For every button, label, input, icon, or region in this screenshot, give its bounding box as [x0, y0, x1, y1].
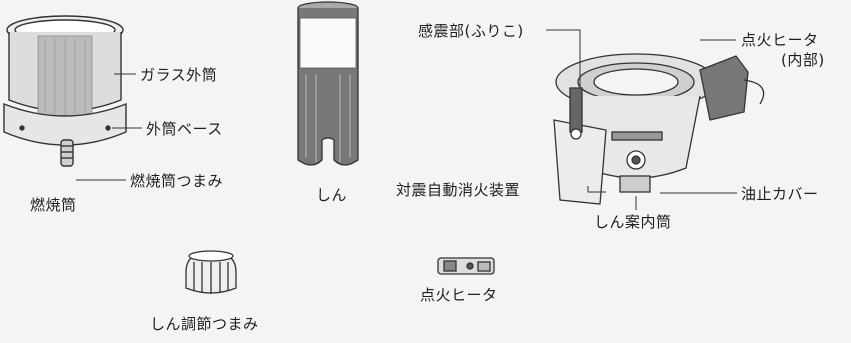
- label-glass-outer-cylinder: ガラス外筒: [140, 66, 218, 84]
- label-wick-adjust-knob: しん調節つまみ: [150, 315, 259, 333]
- label-outer-cylinder-base: 外筒ベース: [146, 120, 223, 138]
- label-oil-stop-cover: 油止カバー: [741, 185, 819, 203]
- wick-drawing: [297, 1, 359, 166]
- igniter-heater-drawing: [437, 257, 495, 275]
- leader-lines-right: [546, 29, 737, 210]
- label-wick: しん: [316, 186, 348, 204]
- label-wick-guide-cylinder: しん案内筒: [594, 213, 672, 231]
- label-seismic-sensor: 感震部(ふりこ): [418, 22, 524, 40]
- combustion-cylinder-drawing: [3, 15, 127, 167]
- label-combustion-cylinder: 燃焼筒: [30, 196, 77, 214]
- label-igniter-heater-internal: 点火ヒータ: [741, 31, 819, 49]
- wick-guide-assembly-drawing: [553, 53, 765, 205]
- label-igniter-heater-part: 点火ヒータ: [420, 286, 498, 304]
- label-combustion-cylinder-knob: 燃焼筒つまみ: [130, 172, 224, 190]
- leader-lines-left: [76, 73, 142, 181]
- label-internal-note: (内部): [781, 51, 825, 69]
- label-anti-quake-extinguisher: 対震自動消火装置: [396, 181, 521, 199]
- wick-adjust-knob-drawing: [185, 250, 237, 294]
